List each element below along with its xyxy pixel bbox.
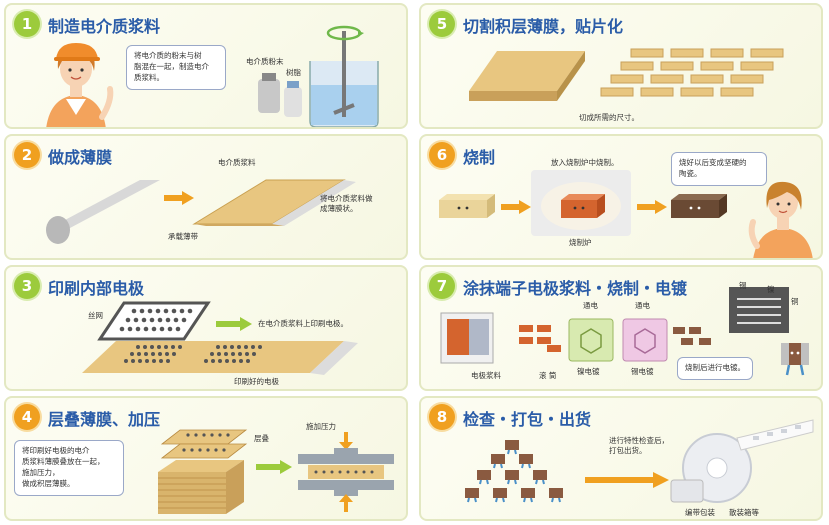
step-4-number: 4 <box>14 404 40 430</box>
resin-label: 树脂 <box>286 68 301 77</box>
bulk-label: 散装箱等 <box>729 508 759 517</box>
drum-chips-illustration <box>519 325 561 352</box>
step-6-title: 烧制 <box>463 148 496 167</box>
step-4-bubble: 将印刷好电极的电介 质浆料薄膜叠放在一起， 施加压力， 做成积层薄膜。 <box>14 440 124 496</box>
green-arrow-icon <box>256 460 292 474</box>
worker-illustration <box>748 181 813 258</box>
step-3-number: 3 <box>14 273 40 299</box>
step-2-title: 做成薄膜 <box>48 148 113 167</box>
nickel-bath-illustration <box>568 318 614 362</box>
step-5-panel: 5 切割积层薄膜，贴片化 切成所需的尺寸。 <box>419 3 823 129</box>
slurry-label: 电介质浆料 <box>218 158 256 167</box>
step-1-bubble: 将电介质的粉末与树 脂混在一起，制造电介 质浆料。 <box>126 45 226 90</box>
step-4-panel: 4 层叠薄膜、加压 将印刷好电极的电介 质浆料薄膜叠放在一起， 施加压力， 做成… <box>4 396 408 521</box>
step-2-desc: 将电介质浆料做 成薄膜状。 <box>320 194 373 214</box>
step-4-title: 层叠薄膜、加压 <box>48 410 161 429</box>
orange-arrow-icon <box>637 200 667 214</box>
tape-label: 编带包装 <box>685 508 715 517</box>
step-7-number: 7 <box>429 273 455 299</box>
tin-label: 锡电镀 <box>631 367 654 376</box>
laminate-illustration <box>469 51 585 101</box>
step-3-desc: 在电介质浆料上印刷电极。 <box>258 319 348 328</box>
into-furnace-label: 放入烧制炉中烧制。 <box>551 158 619 167</box>
carrier-label: 承载薄带 <box>168 232 198 241</box>
step-7-title: 涂抹端子电极浆料・烧制・电镀 <box>463 279 688 298</box>
printed-sheet-illustration <box>82 341 358 375</box>
step-6-bubble: 烧好以后变成坚硬的 陶瓷。 <box>671 152 767 186</box>
press-label: 施加压力 <box>306 422 336 431</box>
cross-section-illustration <box>729 287 789 333</box>
step-7-bubble: 烧制后进行电镀。 <box>677 357 753 380</box>
current2-label: 通电 <box>635 301 650 310</box>
stack-label: 层叠 <box>254 434 269 443</box>
step-6-number: 6 <box>429 142 455 168</box>
nickel-label: 镍电镀 <box>577 367 600 376</box>
mixer-illustration <box>258 25 379 127</box>
printed-electrode-label: 印刷好的电极 <box>234 377 279 386</box>
screen-label: 丝网 <box>88 311 103 320</box>
orange-arrow-icon <box>585 472 669 488</box>
step-5-number: 5 <box>429 11 455 37</box>
copper-layer-label: 铜 <box>791 297 799 306</box>
green-arrow-icon <box>216 317 252 331</box>
furnace-illustration <box>531 170 631 236</box>
fired-chip-icon <box>671 194 727 218</box>
step-8-title: 检查・打包・出货 <box>463 410 592 429</box>
step-8-panel: 8 检查・打包・出货 进行特性检查后， 打包出货。 编带包装 散装箱等 <box>419 396 823 521</box>
paste-label: 电极浆料 <box>471 371 501 380</box>
powder-label: 电介质粉末 <box>246 57 284 66</box>
raw-chip-icon <box>439 194 495 218</box>
step-5-caption: 切成所需的尺寸。 <box>579 113 639 122</box>
furnace-label: 烧制炉 <box>569 238 592 247</box>
tin-bath-illustration <box>622 318 668 362</box>
step-8-desc: 进行特性检查后， 打包出货。 <box>609 436 669 456</box>
nickel-layer-label: 镍 <box>767 285 775 294</box>
step-1-number: 1 <box>14 11 40 37</box>
plated-chips-illustration <box>673 327 711 345</box>
reel-illustration <box>670 419 814 503</box>
step-7-panel: 7 涂抹端子电极浆料・烧制・电镀 电极浆料 滚 筒 通电 镍电镀 通电 锡电镀 … <box>419 265 823 391</box>
tin-layer-label: 锡 <box>739 281 747 290</box>
current1-label: 通电 <box>583 301 598 310</box>
film-illustration <box>46 179 356 244</box>
paste-dip-illustration <box>440 312 494 364</box>
step-3-title: 印刷内部电极 <box>48 279 145 298</box>
worker-illustration <box>46 43 114 127</box>
step-6-panel: 6 烧制 放入烧制炉中烧制。 烧制炉 烧好以后变成坚硬的 陶瓷。 <box>419 134 823 260</box>
step-5-title: 切割积层薄膜，贴片化 <box>463 17 624 36</box>
step-1-title: 制造电介质浆料 <box>48 17 161 36</box>
stack-illustration <box>158 429 248 514</box>
step-1-panel: 1 制造电介质浆料 将电介质的粉末与树 脂混在一起，制造电介 质浆料。 电介质粉… <box>4 3 408 129</box>
step-3-panel: 3 印刷内部电极 丝网 在电介质浆料上印刷电极。 印刷好的电极 <box>4 265 408 391</box>
chip-crowd-illustration <box>465 440 563 503</box>
step-8-number: 8 <box>429 404 455 430</box>
screen-illustration <box>97 301 211 341</box>
chips-illustration <box>600 48 784 97</box>
drum-label: 滚 筒 <box>539 371 557 380</box>
press-illustration <box>298 432 394 512</box>
orange-arrow-icon <box>501 200 531 214</box>
step-2-number: 2 <box>14 142 40 168</box>
step-2-panel: 2 做成薄膜 电介质浆料 承载薄带 将电介质浆料做 成薄膜状。 <box>4 134 408 260</box>
chip-mascot-icon <box>781 343 809 376</box>
